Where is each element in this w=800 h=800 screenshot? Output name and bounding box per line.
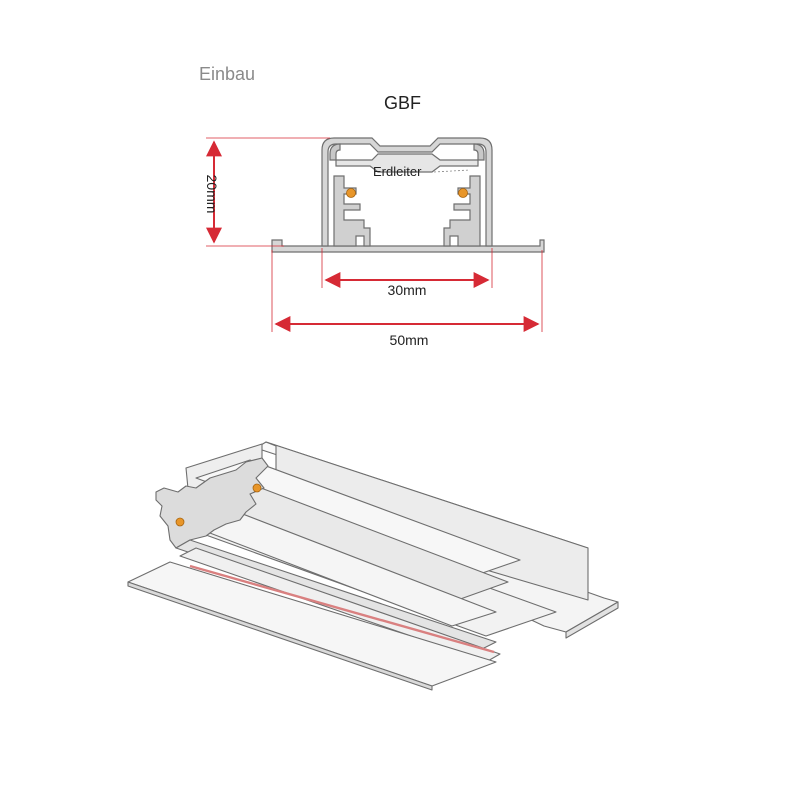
- conductor-right: [458, 188, 468, 198]
- isometric-track: [127, 441, 619, 691]
- outer-width-label: 50mm: [390, 332, 429, 348]
- right-top-hook: [473, 143, 485, 161]
- callout-leader: [433, 169, 471, 173]
- dimension-outer-width: 50mm: [271, 250, 543, 348]
- profile-cross-section: [271, 137, 545, 253]
- iso-end-face: [155, 457, 269, 549]
- dimension-height: 20mm: [204, 137, 330, 247]
- dimension-inner-width: 30mm: [321, 248, 493, 298]
- profile-name: GBF: [384, 93, 421, 113]
- housing-outer: [321, 137, 493, 247]
- iso-right-flange-edge: [565, 601, 619, 639]
- right-bracket: [443, 175, 481, 247]
- conductor-left: [346, 188, 356, 198]
- left-bracket: [333, 175, 371, 247]
- iso-left-flange-edge: [127, 581, 433, 691]
- iso-conductor-lower: [175, 517, 185, 527]
- iso-accent-strip: [189, 564, 495, 654]
- base-flange: [271, 239, 545, 253]
- iso-front-rail: [179, 547, 501, 663]
- inner-top-rail: [335, 153, 479, 173]
- inner-width-label: 30mm: [388, 282, 427, 298]
- iso-conductor-upper: [252, 483, 262, 493]
- height-label: 20mm: [204, 175, 220, 214]
- section-label: Einbau: [199, 64, 255, 84]
- left-top-hook: [329, 143, 341, 161]
- earth-conductor-label: Erdleiter: [373, 164, 422, 179]
